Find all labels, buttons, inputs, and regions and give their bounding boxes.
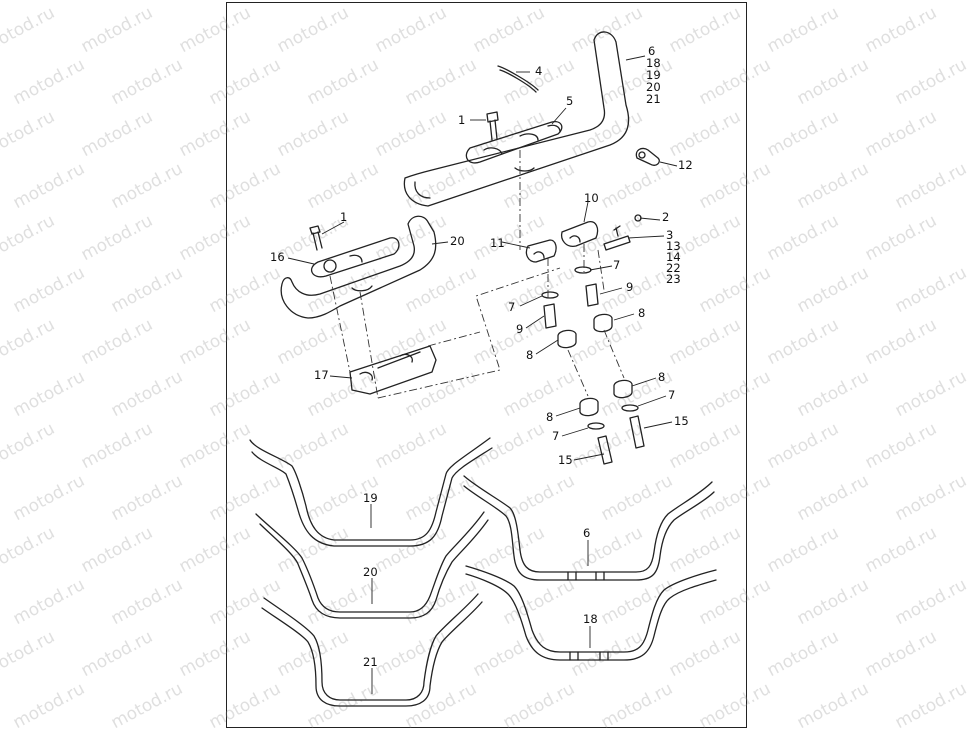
callout-20c: 20 (363, 565, 378, 579)
callout-18b: 18 (583, 612, 598, 626)
wire-tie (497, 65, 539, 93)
callout-17: 17 (314, 368, 329, 382)
callout-21b: 21 (363, 655, 378, 669)
handlebar-21 (261, 593, 483, 707)
callout-2: 2 (662, 210, 670, 224)
callout-7c: 7 (668, 388, 676, 402)
callout-20a: 20 (646, 80, 661, 94)
middle-clamp-assembly (280, 215, 437, 319)
callout-19b: 19 (363, 491, 378, 505)
handlebar-19 (249, 437, 493, 547)
callout-18a: 18 (646, 56, 661, 70)
handlebar-6 (463, 475, 715, 581)
riser-block-11 (525, 239, 557, 263)
callout-20b: 20 (450, 234, 465, 248)
callout-9a: 9 (626, 280, 634, 294)
callout-7a: 7 (613, 258, 621, 272)
upper-bushings (541, 266, 613, 349)
callout-7b: 7 (508, 300, 516, 314)
callout-12: 12 (678, 158, 693, 172)
callout-6: 6 (648, 44, 656, 58)
small-hardware-2-3 (603, 214, 642, 251)
clip-12 (635, 147, 660, 166)
callout-5: 5 (566, 94, 574, 108)
callout-8d: 8 (546, 410, 554, 424)
callout-8c: 8 (658, 370, 666, 384)
callout-15a: 15 (674, 414, 689, 428)
callout-21a: 21 (646, 92, 661, 106)
callout-8b: 8 (526, 348, 534, 362)
bolt-middle (309, 225, 323, 251)
bolt-top (486, 111, 499, 141)
callout-10: 10 (584, 191, 599, 205)
handlebar-18 (465, 565, 717, 661)
lower-bushings (579, 379, 645, 465)
callout-1a: 1 (458, 113, 466, 127)
callout-7d: 7 (552, 429, 560, 443)
callout-6b: 6 (583, 526, 591, 540)
callout-19a: 19 (646, 68, 661, 82)
callout-15b: 15 (558, 453, 573, 467)
callout-11: 11 (490, 236, 505, 250)
callout-16: 16 (270, 250, 285, 264)
callout-14: 14 (666, 250, 681, 264)
riser-block-10 (560, 221, 599, 247)
callout-9b: 9 (516, 322, 524, 336)
callout-3: 3 (666, 228, 674, 242)
handlebar-20 (255, 511, 489, 619)
callout-1b: 1 (340, 210, 348, 224)
diagram-frame (226, 2, 747, 728)
callout-23: 23 (666, 272, 681, 286)
top-clamp-assembly (403, 31, 630, 207)
callout-13: 13 (666, 239, 681, 253)
callout-22: 22 (666, 261, 681, 275)
callout-8a: 8 (638, 306, 646, 320)
callout-4: 4 (535, 64, 543, 78)
lower-clamp-17 (349, 345, 437, 395)
